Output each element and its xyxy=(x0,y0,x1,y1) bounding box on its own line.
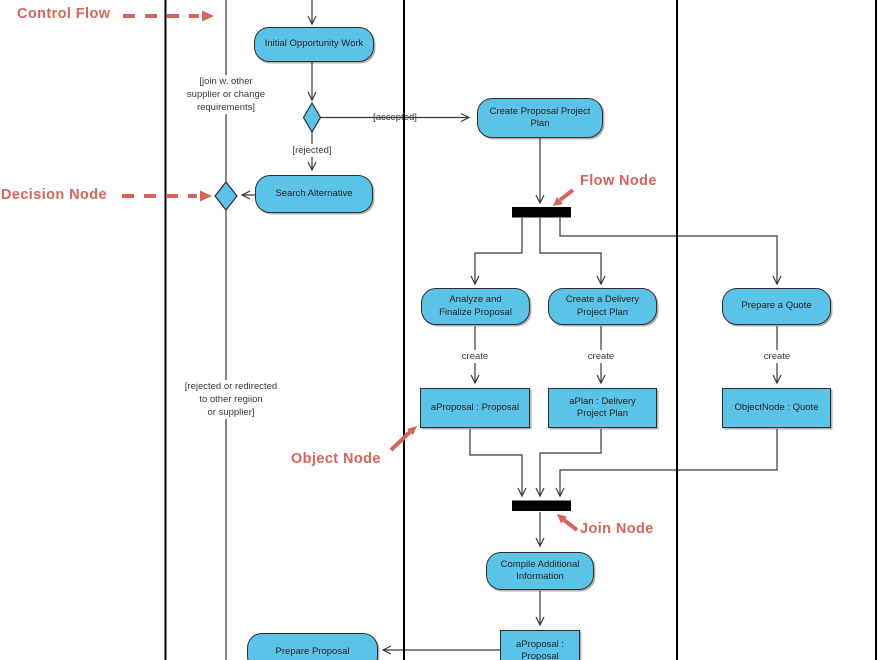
annotation-object-node: Object Node xyxy=(291,451,381,467)
flow-node-arrow xyxy=(558,188,575,202)
object-node-aproposal-proposal-2: aProposal : Proposal xyxy=(500,630,580,660)
action-node-search-alternative: Search Alternative xyxy=(255,175,373,213)
guard-join-with-other-supplier: [join w. other supplier or change requir… xyxy=(170,75,282,114)
guard-rejected-or-redirected: [rejected or redirected to other regiion… xyxy=(173,380,289,419)
edge-aproposal-to-join xyxy=(469,429,527,498)
edge-fork-to-quote xyxy=(559,218,782,286)
edge-label-create-2: create xyxy=(581,350,621,363)
decision-diamond-top xyxy=(302,101,322,134)
fork-bar xyxy=(512,207,571,218)
guard-accepted: [accepted] xyxy=(373,112,417,123)
annotation-flow-node: Flow Node xyxy=(580,173,657,189)
edge-label-create-3: create xyxy=(757,350,797,363)
guard-rejected: [rejected] xyxy=(283,144,341,157)
flow-node-arrowhead-icon xyxy=(553,197,563,206)
object-node-aproposal-proposal: aProposal : Proposal xyxy=(420,388,530,428)
edge-label-create-1: create xyxy=(455,350,495,363)
object-node-aplan-delivery-project-plan: aPlan : Delivery Project Plan xyxy=(548,388,657,428)
annotation-join-node: Join Node xyxy=(580,521,654,537)
join-node-arrow xyxy=(562,518,579,532)
join-bar xyxy=(512,500,571,511)
action-node-prepare-proposal: Prepare Proposal xyxy=(247,633,378,660)
control-flow-arrowhead-icon xyxy=(202,10,214,22)
join-node-arrowhead-icon xyxy=(557,514,567,524)
edge-quote-to-join xyxy=(555,429,778,498)
edge-fork-to-delivery xyxy=(539,218,606,286)
action-node-initial-opportunity-work: Initial Opportunity Work xyxy=(254,27,374,62)
edge-aplan-to-join xyxy=(535,429,602,498)
decision-diamond-annotated xyxy=(214,181,238,211)
object-node-objectnode-quote: ObjectNode : Quote xyxy=(722,388,831,428)
action-node-analyze-and-finalize-proposal: Analyze and Finalize Proposal xyxy=(421,288,530,325)
action-node-create-a-delivery-project-plan: Create a Delivery Project Plan xyxy=(548,288,657,325)
edge-fork-to-analyze xyxy=(470,218,523,286)
object-node-arrowhead-icon xyxy=(407,426,417,435)
object-node-arrow xyxy=(389,430,412,452)
action-node-compile-additional-information: Compile Additional Information xyxy=(486,552,594,590)
action-node-create-proposal-project-plan: Create Proposal Project Plan xyxy=(477,98,603,138)
action-node-prepare-a-quote: Prepare a Quote xyxy=(722,288,831,325)
decision-node-arrowhead-icon xyxy=(200,190,212,202)
annotation-decision-node: Decision Node xyxy=(1,187,107,203)
annotation-control-flow: Control Flow xyxy=(17,6,111,22)
